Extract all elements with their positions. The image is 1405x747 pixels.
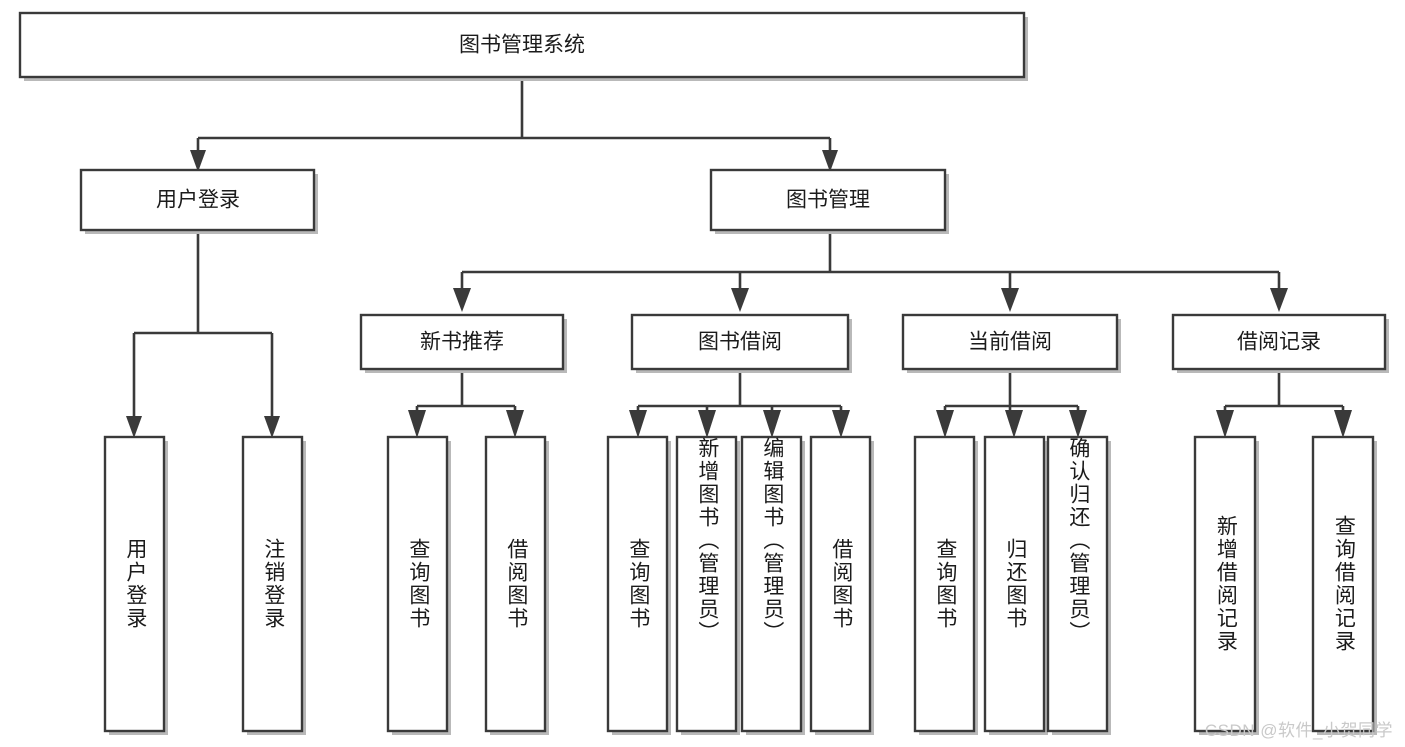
leaf-borrow-book-1-box <box>484 435 547 733</box>
node-leaf-edit-book[interactable] <box>740 435 805 735</box>
new-book-recommend-label: 新书推荐 <box>420 331 504 354</box>
leaf-logout-login-box <box>241 435 304 733</box>
edge-current-borrow-to-leaves <box>943 373 1080 414</box>
new-book-recommend-box <box>359 313 565 371</box>
arrowhead-leaf-add-book <box>698 410 716 438</box>
book-borrow-box <box>630 313 850 371</box>
leaf-confirm-return-box <box>1046 435 1109 733</box>
leaf-edit-book-box <box>740 435 803 733</box>
edge-book-manage-to-bus <box>460 233 1281 292</box>
user-login-label: 用户登录 <box>156 189 240 212</box>
node-book-manage[interactable]: 图书管理 <box>709 168 949 234</box>
node-book-borrow[interactable]: 图书借阅 <box>630 313 852 373</box>
borrow-record-label: 借阅记录 <box>1237 331 1321 354</box>
arrowhead-to-borrow-record <box>1270 288 1288 312</box>
node-leaf-user-login[interactable] <box>103 435 168 735</box>
leaf-user-login-box <box>103 435 166 733</box>
node-user-login[interactable]: 用户登录 <box>79 168 318 234</box>
root-label: 图书管理系统 <box>459 34 585 57</box>
node-leaf-logout-login[interactable] <box>241 435 306 735</box>
book-borrow-label: 图书借阅 <box>698 331 782 354</box>
leaf-add-book-box <box>675 435 738 733</box>
leaf-query-book-2-box <box>606 435 669 733</box>
node-leaf-query-book-2[interactable] <box>606 435 671 735</box>
connector-layer <box>126 80 1352 438</box>
arrowhead-leaf-borrow-book-1 <box>506 410 524 438</box>
root-box <box>18 11 1026 79</box>
arrowhead-to-book-borrow <box>731 288 749 312</box>
arrowhead-leaf-query-book-2 <box>629 410 647 438</box>
user-login-box <box>79 168 316 232</box>
arrowhead-leaf-query-book-1 <box>408 410 426 438</box>
leaf-query-book-1-box <box>386 435 449 733</box>
node-leaf-add-record[interactable] <box>1193 435 1259 735</box>
leaf-return-book-box <box>983 435 1046 733</box>
node-new-book-recommend[interactable]: 新书推荐 <box>359 313 567 373</box>
arrowhead-leaf-query-book-3 <box>936 410 954 438</box>
leaf-box-layer <box>103 435 1377 735</box>
node-leaf-query-record[interactable] <box>1311 435 1377 735</box>
arrowhead-leaf-return-book <box>1005 410 1023 438</box>
arrowhead-to-current-borrow <box>1001 288 1019 312</box>
arrowhead-to-new-book-recommend <box>453 288 471 312</box>
arrowhead-leaf-edit-book <box>763 410 781 438</box>
node-leaf-query-book-3[interactable] <box>913 435 978 735</box>
leaf-query-record-box <box>1311 435 1375 733</box>
current-borrow-box <box>901 313 1119 371</box>
edge-new-book-recommend-to-leaves <box>415 373 517 414</box>
arrowhead-leaf-confirm-return <box>1069 410 1087 438</box>
leaf-borrow-book-2-box <box>809 435 872 733</box>
arrowhead-leaf-query-record <box>1334 410 1352 438</box>
borrow-record-box <box>1171 313 1387 371</box>
edge-book-borrow-to-leaves <box>636 373 843 414</box>
node-leaf-borrow-book-1[interactable] <box>484 435 549 735</box>
node-root[interactable]: 图书管理系统 <box>18 11 1028 81</box>
edge-root-to-bus <box>196 80 832 164</box>
node-leaf-query-book-1[interactable] <box>386 435 451 735</box>
leaf-add-record-box <box>1193 435 1257 733</box>
arrowhead-leaf-user-login <box>126 416 142 438</box>
node-leaf-add-book[interactable] <box>675 435 740 735</box>
edge-borrow-record-to-leaves <box>1223 373 1345 414</box>
book-manage-box <box>709 168 947 232</box>
node-current-borrow[interactable]: 当前借阅 <box>901 313 1121 373</box>
node-leaf-return-book[interactable] <box>983 435 1048 735</box>
arrowhead-leaf-add-record <box>1216 410 1234 438</box>
node-leaf-borrow-book-2[interactable] <box>809 435 874 735</box>
node-borrow-record[interactable]: 借阅记录 <box>1171 313 1389 373</box>
leaf-query-book-3-box <box>913 435 976 733</box>
current-borrow-label: 当前借阅 <box>968 331 1052 354</box>
edge-user-login-to-leaves <box>132 233 274 430</box>
arrowhead-to-book-manage <box>822 150 838 172</box>
arrowhead-leaf-borrow-book-2 <box>832 410 850 438</box>
node-leaf-confirm-return[interactable] <box>1046 435 1111 735</box>
book-manage-label: 图书管理 <box>786 189 870 212</box>
arrowhead-leaf-logout-login <box>264 416 280 438</box>
arrowhead-to-user-login <box>190 150 206 172</box>
